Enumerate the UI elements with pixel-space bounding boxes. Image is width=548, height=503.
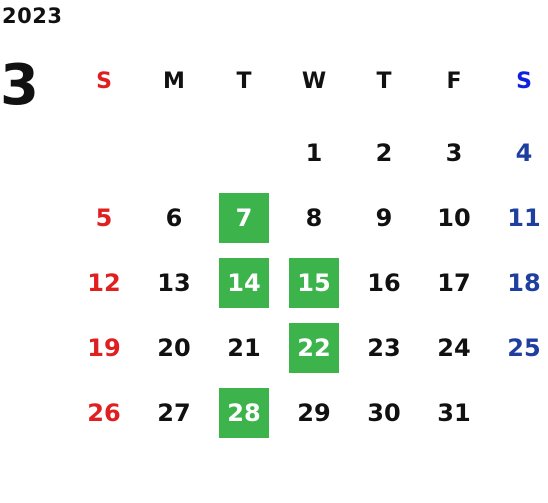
day-cell[interactable]: 5 (69, 185, 139, 250)
day-number: 7 (219, 192, 269, 243)
day-cell[interactable]: 9 (349, 185, 419, 250)
day-number: 17 (437, 268, 471, 297)
day-cell[interactable]: 2 (349, 120, 419, 185)
day-cell[interactable]: 30 (349, 380, 419, 445)
day-cell[interactable]: 11 (489, 185, 548, 250)
day-cell[interactable]: 29 (279, 380, 349, 445)
day-cell[interactable]: 25 (489, 315, 548, 380)
day-number: 12 (87, 268, 121, 297)
day-number: 21 (227, 333, 261, 362)
day-number: 19 (87, 333, 121, 362)
empty-day-cell (69, 120, 139, 185)
day-cell[interactable]: 19 (69, 315, 139, 380)
day-cell[interactable]: 20 (139, 315, 209, 380)
day-cell[interactable]: 8 (279, 185, 349, 250)
highlighted-day-cell[interactable]: 28 (209, 380, 279, 445)
day-number: 11 (507, 203, 541, 232)
day-cell[interactable]: 24 (419, 315, 489, 380)
day-cell[interactable]: 3 (419, 120, 489, 185)
weekday-header-sunday: S (96, 68, 112, 94)
day-number: 22 (289, 322, 339, 373)
day-number: 9 (375, 203, 393, 232)
day-number: 27 (157, 398, 191, 427)
day-cell[interactable]: 16 (349, 250, 419, 315)
day-cell[interactable]: 23 (349, 315, 419, 380)
day-number: 13 (157, 268, 191, 297)
day-number: 8 (305, 203, 323, 232)
day-cell[interactable]: 21 (209, 315, 279, 380)
day-number: 20 (157, 333, 191, 362)
weekday-header-tuesday: T (236, 68, 252, 94)
day-number: 1 (305, 138, 323, 167)
day-cell[interactable]: 27 (139, 380, 209, 445)
day-number: 14 (219, 257, 269, 308)
day-cell[interactable]: 10 (419, 185, 489, 250)
day-cell[interactable]: 18 (489, 250, 548, 315)
highlighted-day-cell[interactable]: 15 (279, 250, 349, 315)
empty-day-cell (209, 120, 279, 185)
day-number: 16 (367, 268, 401, 297)
day-number: 28 (219, 387, 269, 438)
year-label: 2023 (2, 4, 63, 28)
day-number: 23 (367, 333, 401, 362)
day-number: 5 (95, 203, 113, 232)
empty-day-cell (489, 380, 548, 445)
day-cell[interactable]: 1 (279, 120, 349, 185)
day-cell[interactable]: 12 (69, 250, 139, 315)
day-number: 4 (515, 138, 533, 167)
day-number: 2 (375, 138, 393, 167)
day-cell[interactable]: 26 (69, 380, 139, 445)
empty-day-cell (139, 120, 209, 185)
month-number: 3 (0, 53, 39, 118)
weekday-header-saturday: S (516, 68, 532, 94)
day-cell[interactable]: 4 (489, 120, 548, 185)
day-number: 31 (437, 398, 471, 427)
weekday-header-thursday: T (376, 68, 392, 94)
calendar-grid: S M T W T F S (69, 55, 548, 120)
weekday-header-friday: F (446, 68, 462, 94)
day-number: 6 (165, 203, 183, 232)
day-number: 30 (367, 398, 401, 427)
highlighted-day-cell[interactable]: 22 (279, 315, 349, 380)
day-number: 15 (289, 257, 339, 308)
weekday-header-monday: M (163, 68, 185, 94)
day-cell[interactable]: 13 (139, 250, 209, 315)
day-number: 3 (445, 138, 463, 167)
day-number: 29 (297, 398, 331, 427)
day-number: 10 (437, 203, 471, 232)
highlighted-day-cell[interactable]: 14 (209, 250, 279, 315)
day-cell[interactable]: 6 (139, 185, 209, 250)
day-cell[interactable]: 17 (419, 250, 489, 315)
day-number: 24 (437, 333, 471, 362)
day-cell[interactable]: 31 (419, 380, 489, 445)
day-number: 25 (507, 333, 541, 362)
weekday-header-wednesday: W (301, 68, 327, 94)
highlighted-day-cell[interactable]: 7 (209, 185, 279, 250)
day-number: 26 (87, 398, 121, 427)
day-number: 18 (507, 268, 541, 297)
